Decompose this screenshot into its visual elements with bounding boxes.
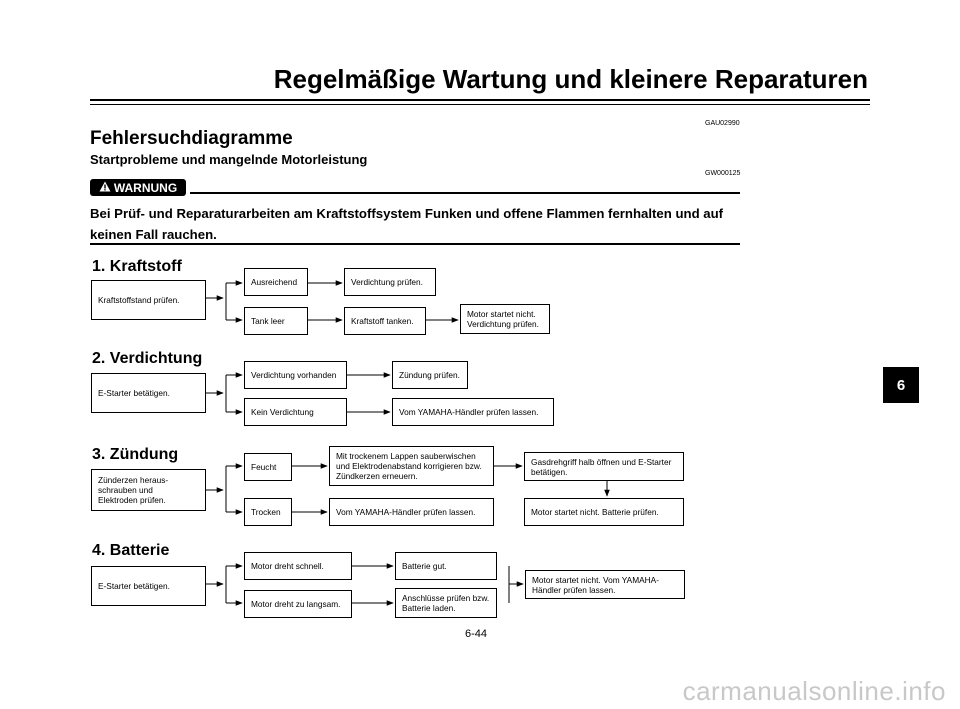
s3-a-result-text: Gasdrehgriff halb öffnen und E-Starter b… bbox=[531, 456, 672, 477]
s3-start-text: Zünderzen heraus-schrauben und Elektrode… bbox=[98, 475, 169, 505]
s1-a-next-text: Verdichtung prüfen. bbox=[351, 277, 423, 287]
s4-a-next-text: Batterie gut. bbox=[402, 561, 447, 571]
box-s4-a: Motor dreht schnell. bbox=[244, 552, 352, 580]
s4-result-text: Motor startet nicht. Vom YAMAHA-Händler … bbox=[532, 574, 659, 595]
section-subheading: Startprobleme und mangelnde Motorleistun… bbox=[90, 152, 368, 167]
box-s1-a-next: Verdichtung prüfen. bbox=[344, 268, 436, 296]
box-s3-a-result: Gasdrehgriff halb öffnen und E-Starter b… bbox=[524, 452, 684, 481]
box-s2-b-next: Vom YAMAHA-Händler prüfen lassen. bbox=[392, 398, 554, 426]
box-s4-start: E-Starter betätigen. bbox=[91, 566, 206, 606]
s3-b-text: Trocken bbox=[251, 507, 281, 517]
warning-top-rule bbox=[190, 192, 740, 194]
s3-b-next-text: Vom YAMAHA-Händler prüfen lassen. bbox=[336, 507, 476, 517]
watermark: carmanualsonline.info bbox=[682, 676, 946, 706]
s1-start-text: Kraftstoffstand prüfen. bbox=[98, 295, 180, 305]
s1-b-result-text: Motor startet nicht. Verdichtung prüfen. bbox=[467, 309, 539, 329]
s4-a-text: Motor dreht schnell. bbox=[251, 561, 324, 571]
box-s3-b-next: Vom YAMAHA-Händler prüfen lassen. bbox=[329, 498, 494, 526]
page-header-title: Regelmäßige Wartung und kleinere Reparat… bbox=[273, 64, 868, 94]
box-s2-a-next: Zündung prüfen. bbox=[392, 361, 468, 389]
box-s2-b: Kein Verdichtung bbox=[244, 398, 347, 426]
warning-text: Bei Prüf- und Reparaturarbeiten am Kraft… bbox=[90, 206, 724, 242]
warning-triangle-icon bbox=[99, 181, 111, 195]
s3-a-text: Feucht bbox=[251, 462, 277, 472]
warning-badge: WARNUNG bbox=[90, 179, 186, 196]
s1-b-next-text: Kraftstoff tanken. bbox=[351, 316, 414, 326]
section-heading: Fehlersuchdiagramme bbox=[90, 128, 293, 149]
s3-a-final-text: Motor startet nicht. Batterie prüfen. bbox=[531, 507, 659, 517]
box-s3-a: Feucht bbox=[244, 453, 292, 481]
box-s3-a-final: Motor startet nicht. Batterie prüfen. bbox=[524, 498, 684, 526]
s1-b-text: Tank leer bbox=[251, 316, 285, 326]
section-2-title: 2. Verdichtung bbox=[92, 350, 203, 367]
s2-a-next-text: Zündung prüfen. bbox=[399, 370, 460, 380]
s4-b-next-text: Anschlüsse prüfen bzw. Batterie laden. bbox=[402, 593, 490, 613]
page-number: 6-44 bbox=[465, 628, 488, 640]
box-s1-b-next: Kraftstoff tanken. bbox=[344, 307, 426, 335]
section-4-title: 4. Batterie bbox=[92, 542, 170, 559]
header-rule bbox=[90, 99, 870, 101]
s4-b-text: Motor dreht zu langsam. bbox=[251, 599, 341, 609]
box-s4-b-next: Anschlüsse prüfen bzw. Batterie laden. bbox=[395, 588, 497, 618]
box-s3-b: Trocken bbox=[244, 498, 292, 526]
box-s2-a: Verdichtung vorhanden bbox=[244, 361, 347, 389]
warning-bottom-rule bbox=[90, 243, 740, 245]
s2-b-next-text: Vom YAMAHA-Händler prüfen lassen. bbox=[399, 407, 539, 417]
warning-badge-label: WARNUNG bbox=[113, 180, 178, 195]
s4-start-text: E-Starter betätigen. bbox=[98, 581, 170, 591]
box-s4-a-next: Batterie gut. bbox=[395, 552, 497, 580]
box-s2-start: E-Starter betätigen. bbox=[91, 373, 206, 413]
s2-a-text: Verdichtung vorhanden bbox=[251, 370, 337, 380]
box-s4-result: Motor startet nicht. Vom YAMAHA-Händler … bbox=[525, 570, 685, 599]
s2-start-text: E-Starter betätigen. bbox=[98, 388, 170, 398]
section-1-title: 1. Kraftstoff bbox=[92, 258, 182, 275]
box-s1-b: Tank leer bbox=[244, 307, 308, 335]
box-s4-b: Motor dreht zu langsam. bbox=[244, 590, 352, 618]
box-s1-start: Kraftstoffstand prüfen. bbox=[91, 280, 206, 320]
s3-a-next-text: Mit trockenem Lappen sauberwischen und E… bbox=[336, 451, 482, 481]
section-3-title: 3. Zündung bbox=[92, 446, 179, 463]
warning-code: GW000125 bbox=[705, 170, 741, 177]
chapter-tab: 6 bbox=[883, 367, 919, 403]
box-s3-start: Zünderzen heraus-schrauben und Elektrode… bbox=[91, 469, 206, 511]
box-s3-a-next: Mit trockenem Lappen sauberwischen und E… bbox=[329, 446, 494, 486]
box-s1-b-result: Motor startet nicht. Verdichtung prüfen. bbox=[460, 304, 550, 334]
header-rule-thin bbox=[90, 104, 870, 105]
s1-a-text: Ausreichend bbox=[251, 277, 298, 287]
box-s1-a: Ausreichend bbox=[244, 268, 308, 296]
section-code: GAU02990 bbox=[705, 120, 740, 127]
s2-b-text: Kein Verdichtung bbox=[251, 407, 314, 417]
